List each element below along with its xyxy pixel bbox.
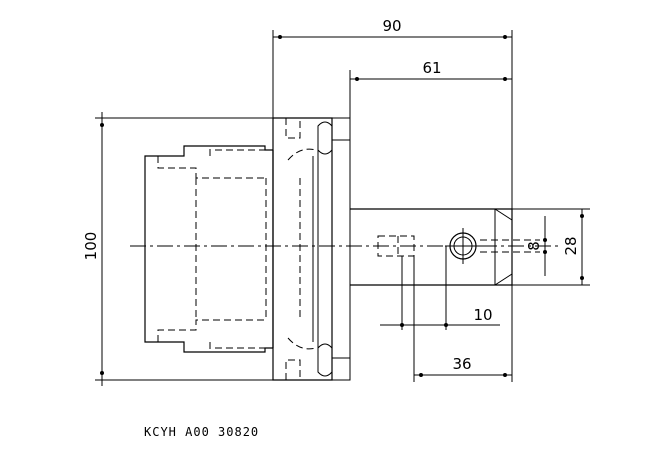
- dim-28: 28: [512, 208, 590, 286]
- part-number-caption: KCYH A00 30820: [144, 425, 259, 439]
- shank: [350, 208, 540, 286]
- dim-100-label: 100: [82, 232, 100, 261]
- dim-61-label: 61: [422, 59, 441, 77]
- dim-10-label: 10: [473, 306, 492, 324]
- dim-36: 36: [413, 256, 513, 382]
- flange-body: [272, 117, 351, 381]
- taper-section: [144, 145, 273, 353]
- dim-90: 90: [272, 17, 513, 209]
- dim-36-label: 36: [452, 355, 471, 373]
- dim-61: 61: [349, 59, 512, 118]
- dim-8: 8: [525, 216, 547, 276]
- dim-90-label: 90: [382, 17, 401, 35]
- dim-8-label: 8: [525, 241, 543, 251]
- dim-100: 100: [82, 112, 273, 386]
- dim-10: 10: [380, 246, 500, 330]
- dim-28-label: 28: [562, 236, 580, 255]
